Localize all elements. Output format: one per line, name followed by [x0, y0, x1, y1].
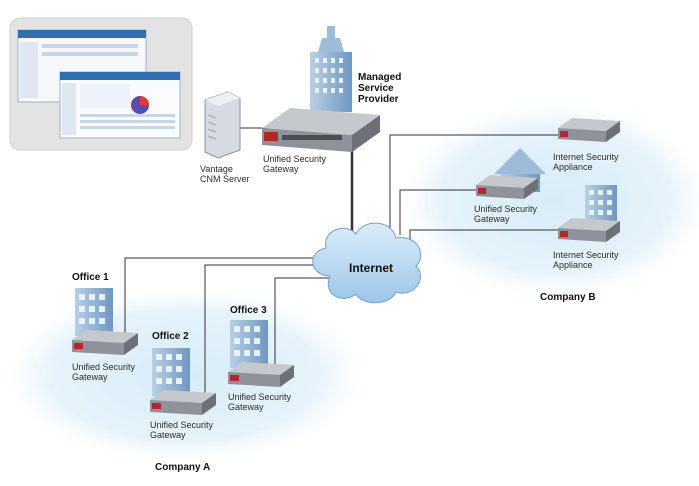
usg-office3-label: Unified Security Gateway	[228, 392, 294, 412]
usg-office2-label: Unified Security Gateway	[150, 420, 216, 440]
appliance-icon	[72, 330, 138, 355]
appliance-icon	[558, 218, 620, 242]
office3-label: Office 3	[230, 305, 267, 316]
vantage-label: Vantage CNM Server	[200, 164, 250, 184]
monitor-panel	[9, 17, 193, 151]
internet-label: Internet	[349, 261, 393, 275]
building-icon	[230, 320, 268, 368]
cloud-icon	[312, 222, 422, 304]
building-icon	[585, 185, 617, 225]
building-icon	[75, 288, 113, 336]
isa-b1-label: Internet Security Appliance	[553, 152, 621, 172]
company-b-region	[405, 105, 699, 295]
isa-b2-label: Internet Security Appliance	[553, 250, 621, 270]
appliance-icon	[476, 175, 538, 199]
building-icon	[152, 348, 190, 396]
usg-top-label: Unified Security Gateway	[263, 154, 329, 174]
office1-label: Office 1	[72, 272, 109, 283]
network-links	[124, 127, 560, 400]
company-b-label: Company B	[540, 292, 596, 303]
usg-office1-label: Unified Security Gateway	[72, 362, 138, 382]
usg-b-label: Unified Security Gateway	[474, 204, 540, 224]
appliance-icon	[558, 118, 620, 142]
office2-label: Office 2	[152, 331, 189, 342]
appliance-icon	[262, 108, 380, 152]
building-icon	[310, 26, 352, 112]
company-a-label: Company A	[155, 462, 210, 473]
appliance-icon	[228, 362, 294, 387]
server-icon	[204, 91, 241, 159]
msp-label: Managed Service Provider	[358, 72, 404, 105]
appliance-icon	[150, 390, 216, 415]
